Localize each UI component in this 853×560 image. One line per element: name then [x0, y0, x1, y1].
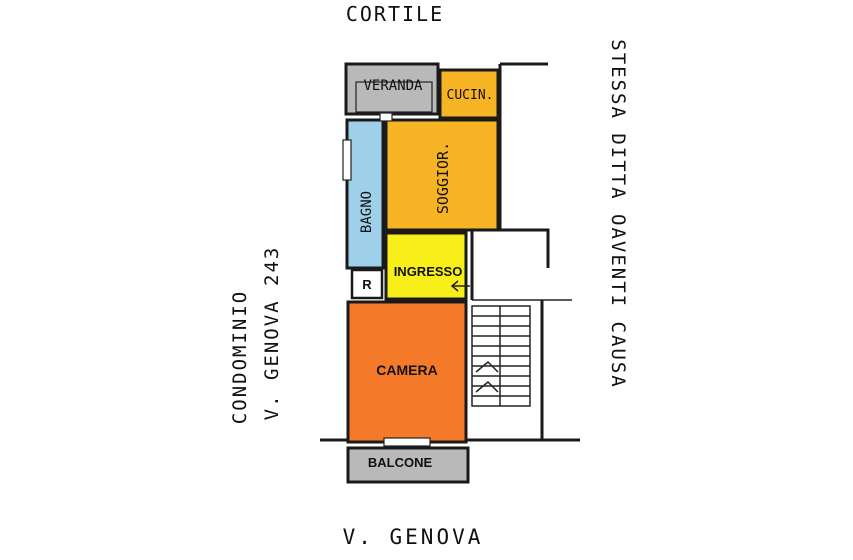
room-camera-label: CAMERA: [376, 362, 437, 378]
room-ripostiglio-fill: [350, 268, 384, 300]
room-balcone: BALCONE: [346, 446, 470, 484]
openings: [342, 112, 431, 447]
room-veranda: VERANDA: [344, 62, 440, 116]
label-west-line2: V. GENOVA 243: [261, 246, 283, 421]
room-balcone-fill: [346, 446, 470, 484]
room-bagno-label: BAGNO: [359, 191, 375, 233]
label-west: CONDOMINIO V. GENOVA 243: [229, 246, 283, 425]
room-ripostiglio-label: R: [362, 277, 372, 292]
room-ingresso: INGRESSO: [384, 231, 470, 301]
label-north: CORTILE: [346, 2, 444, 26]
room-ingresso-fill: [384, 231, 468, 301]
context-walls: [320, 62, 580, 442]
room-soggiorno-fill: [384, 118, 500, 232]
room-ingresso-label: INGRESSO: [394, 264, 463, 279]
room-soggiorno: SOGGIOR.: [384, 118, 500, 232]
label-south: V. GENOVA: [343, 525, 484, 549]
room-bagno-fill: [345, 118, 385, 270]
room-veranda-fill: [344, 62, 440, 116]
room-bagno: BAGNO: [345, 118, 385, 270]
room-camera-fill: [346, 300, 468, 444]
label-east: STESSA DITTA OAVENTI CAUSA: [607, 39, 629, 388]
room-camera: CAMERA: [346, 300, 468, 444]
stairwell: [471, 305, 531, 407]
room-cucina-fill: [438, 68, 500, 120]
room-ripostiglio: R: [350, 268, 384, 300]
room-cucina-label: CUCIN.: [447, 88, 494, 103]
room-veranda-label: VERANDA: [363, 78, 423, 94]
room-balcone-label: BALCONE: [368, 455, 433, 470]
room-soggiorno-label: SOGGIOR.: [434, 142, 452, 214]
room-cucina: CUCIN.: [438, 68, 500, 120]
label-west-line1: CONDOMINIO: [229, 290, 251, 424]
